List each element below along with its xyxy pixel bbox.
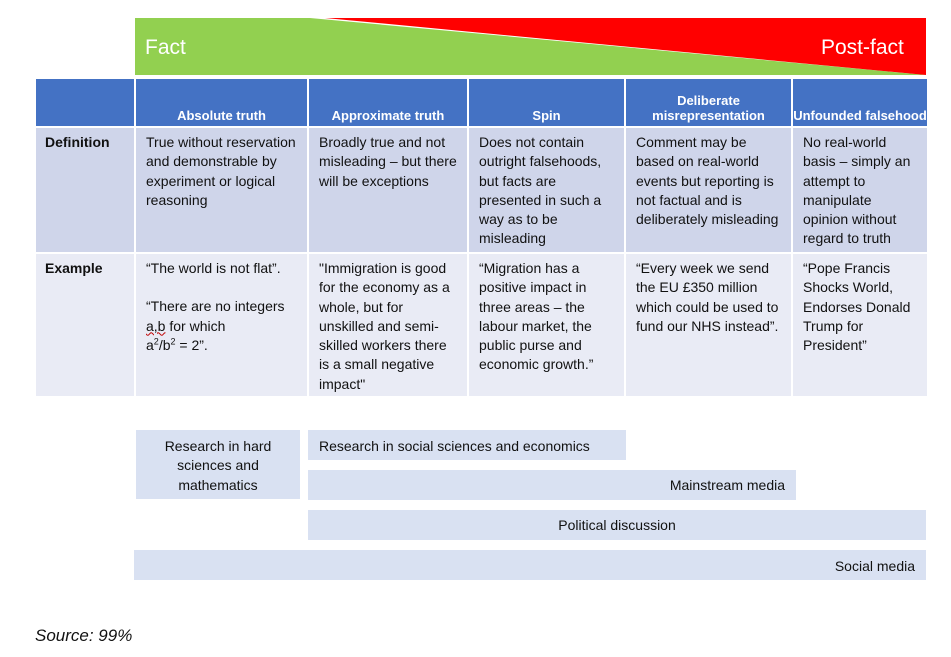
example-deliberate-misrepresentation: “Every week we send the EU £350 million … bbox=[626, 254, 791, 396]
fact-green-wedge bbox=[135, 18, 926, 75]
bar-political-discussion: Political discussion bbox=[308, 510, 926, 540]
cell-text: "Immigration is good for the economy as … bbox=[319, 260, 450, 392]
row-label-example: Example bbox=[36, 254, 134, 396]
bar-label: Research in social sciences and economic… bbox=[319, 438, 590, 454]
table-header-row: Absolute truth Approximate truth Spin De… bbox=[36, 79, 927, 126]
cell-text: “Every week we send the EU £350 million … bbox=[636, 260, 779, 334]
bar-label: Political discussion bbox=[558, 517, 676, 533]
column-header-deliberate-misrepresentation: Deliberate misrepresentation bbox=[626, 79, 791, 126]
cell-text: “Migration has a positive impact in thre… bbox=[479, 260, 594, 373]
postfact-red-wedge bbox=[325, 18, 926, 75]
column-header-absolute-truth: Absolute truth bbox=[136, 79, 307, 126]
definition-spin: Does not contain outright falsehoods, bu… bbox=[469, 128, 624, 252]
table-corner-cell bbox=[36, 79, 134, 126]
definition-absolute-truth: True without reservation and demonstrabl… bbox=[136, 128, 307, 252]
bar-social-media: Social media bbox=[134, 550, 926, 580]
table-row-definition: Definition True without reservation and … bbox=[36, 128, 927, 252]
column-header-unfounded-falsehood: Unfounded falsehood bbox=[793, 79, 927, 126]
postfact-label: Post-fact bbox=[821, 36, 904, 59]
cell-text: No real-world basis – simply an attempt … bbox=[803, 134, 911, 247]
bar-research-hard-sciences: Research in hard sciences and mathematic… bbox=[136, 430, 300, 499]
example-world-not-flat: “The world is not flat”. bbox=[146, 260, 281, 276]
row-label-text: Example bbox=[45, 260, 103, 276]
fact-label: Fact bbox=[145, 36, 186, 59]
example-approximate-truth: "Immigration is good for the economy as … bbox=[309, 254, 467, 396]
fact-postfact-banner bbox=[135, 18, 926, 75]
bar-label: Social media bbox=[834, 558, 915, 574]
table-row-example: Example “The world is not flat”. “There … bbox=[36, 254, 927, 396]
column-header-approximate-truth: Approximate truth bbox=[309, 79, 467, 126]
definition-approximate-truth: Broadly true and not misleading – but th… bbox=[309, 128, 467, 252]
cell-text: “Pope Francis Shocks World, Endorses Don… bbox=[803, 260, 911, 354]
bar-research-social-sciences: Research in social sciences and economic… bbox=[308, 430, 626, 460]
definition-deliberate-misrepresentation: Comment may be based on real-world event… bbox=[626, 128, 791, 252]
example-unfounded-falsehood: “Pope Francis Shocks World, Endorses Don… bbox=[793, 254, 927, 396]
column-header-spin: Spin bbox=[469, 79, 624, 126]
row-label-definition: Definition bbox=[36, 128, 134, 252]
row-label-text: Definition bbox=[45, 134, 110, 150]
cell-text: Broadly true and not misleading – but th… bbox=[319, 134, 457, 189]
source-note: Source: 99% bbox=[35, 626, 133, 645]
truth-spectrum-table: Absolute truth Approximate truth Spin De… bbox=[34, 77, 929, 398]
example-absolute-truth: “The world is not flat”. “There are no i… bbox=[136, 254, 307, 396]
cell-text: Does not contain outright falsehoods, bu… bbox=[479, 134, 602, 247]
cell-text: Comment may be based on real-world event… bbox=[636, 134, 779, 228]
cell-text: True without reservation and demonstrabl… bbox=[146, 134, 296, 208]
definition-unfounded-falsehood: No real-world basis – simply an attempt … bbox=[793, 128, 927, 252]
bar-mainstream-media: Mainstream media bbox=[308, 470, 796, 500]
bar-label: Research in hard sciences and mathematic… bbox=[164, 438, 272, 493]
bar-label: Mainstream media bbox=[669, 477, 785, 493]
example-spin: “Migration has a positive impact in thre… bbox=[469, 254, 624, 396]
